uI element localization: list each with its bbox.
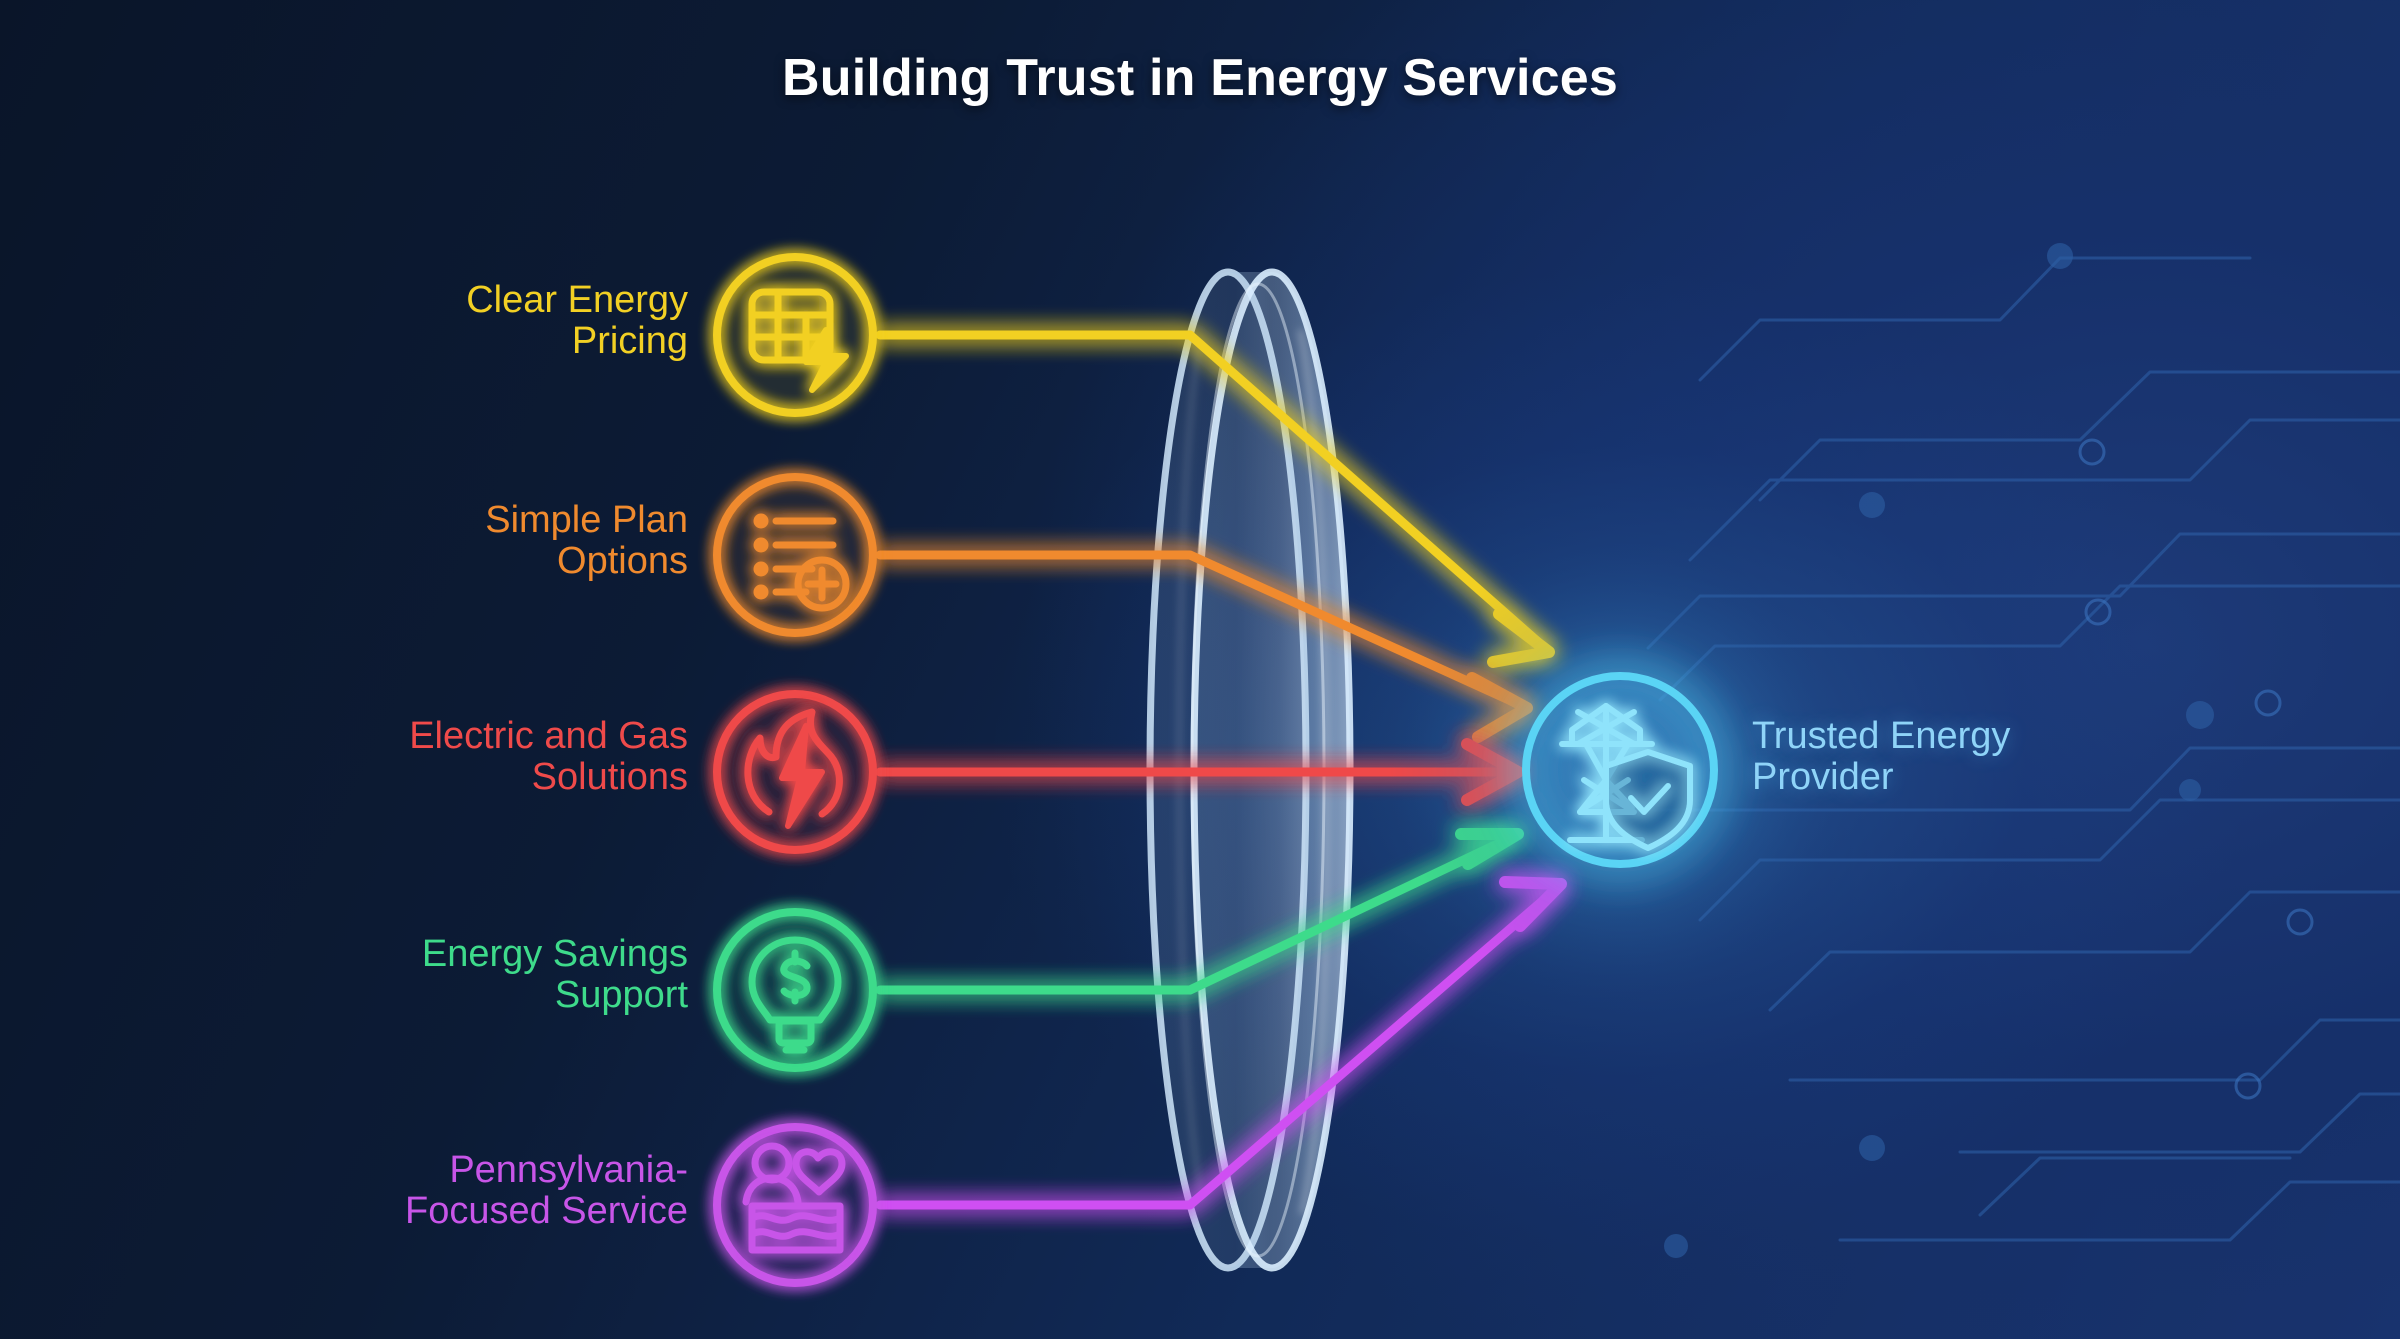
feature-node-electric-and-gas[interactable]	[713, 690, 877, 854]
feature-label-clear-energy-pricing: Clear Energy Pricing	[466, 279, 688, 363]
feature-node-pennsylvania-service[interactable]	[713, 1123, 877, 1287]
target-label-trusted-energy-provider: Trusted Energy Provider	[1752, 715, 2011, 799]
feature-node-simple-plan-options[interactable]	[713, 473, 877, 637]
feature-label-electric-and-gas: Electric and Gas Solutions	[409, 715, 688, 799]
circuit-nodes	[1664, 243, 2314, 1258]
flame-bolt-icon	[744, 708, 843, 829]
list-plus-icon	[753, 513, 850, 612]
page-title: Building Trust in Energy Services	[782, 49, 1618, 107]
bulb-dollar-icon	[748, 936, 842, 1054]
pylon-shield-check-icon	[1559, 703, 1693, 851]
feature-label-energy-savings-support: Energy Savings Support	[421, 933, 688, 1017]
feature-node-clear-energy-pricing[interactable]	[713, 253, 877, 417]
people-heart-flag-icon	[742, 1142, 846, 1254]
target-node-trusted-energy-provider[interactable]	[1390, 540, 1850, 1000]
energy-bill-table-icon	[748, 288, 849, 393]
feature-label-pennsylvania-service: Pennsylvania- Focused Service	[404, 1149, 688, 1233]
feature-label-simple-plan-options: Simple Plan Options	[485, 499, 688, 583]
feature-node-energy-savings-support[interactable]	[713, 908, 877, 1072]
